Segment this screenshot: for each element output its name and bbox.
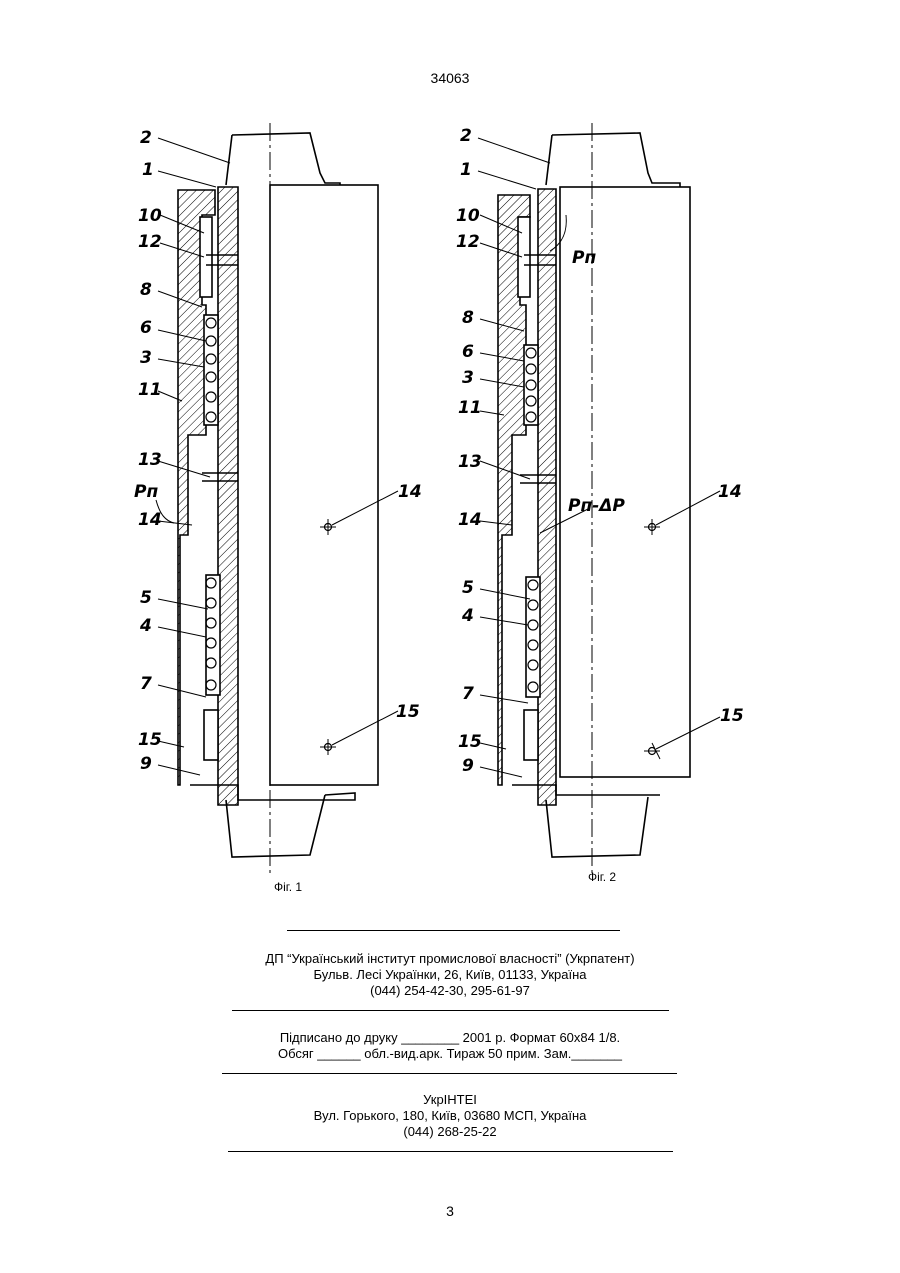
- svg-text:15: 15: [138, 730, 162, 750]
- svg-text:Pп: Pп: [134, 482, 158, 502]
- patent-number: 34063: [0, 70, 900, 86]
- svg-text:14: 14: [398, 482, 422, 502]
- svg-text:10: 10: [456, 206, 480, 226]
- svg-text:7: 7: [462, 684, 474, 704]
- svg-text:8: 8: [462, 308, 474, 328]
- svg-text:9: 9: [140, 754, 152, 774]
- publisher-phone: (044) 254-42-30, 295-61-97: [0, 982, 900, 999]
- svg-text:7: 7: [140, 674, 152, 694]
- svg-text:13: 13: [138, 450, 162, 470]
- svg-text:8: 8: [140, 280, 152, 300]
- svg-text:12: 12: [456, 232, 480, 252]
- svg-text:6: 6: [140, 318, 152, 338]
- printer-name: УкрІНТЕІ: [0, 1091, 900, 1108]
- svg-text:2: 2: [140, 128, 152, 148]
- svg-text:9: 9: [462, 756, 474, 776]
- svg-text:14: 14: [458, 510, 482, 530]
- divider-2: [232, 1010, 669, 1011]
- publisher-name: ДП “Український інститут промислової вла…: [0, 950, 900, 967]
- publisher-address: Бульв. Лесі Українки, 26, Київ, 01133, У…: [0, 966, 900, 983]
- svg-text:10: 10: [138, 206, 162, 226]
- figure-2-caption: Фіг. 2: [588, 870, 616, 884]
- svg-text:1: 1: [142, 160, 154, 180]
- svg-text:14: 14: [718, 482, 742, 502]
- svg-text:4: 4: [461, 606, 474, 626]
- svg-text:Pп: Pп: [572, 248, 596, 268]
- svg-text:11: 11: [458, 398, 482, 418]
- svg-text:15: 15: [458, 732, 482, 752]
- svg-text:14: 14: [138, 510, 162, 530]
- svg-text:12: 12: [138, 232, 162, 252]
- svg-text:6: 6: [462, 342, 474, 362]
- divider-3: [222, 1073, 677, 1074]
- svg-text:3: 3: [462, 368, 474, 388]
- svg-text:4: 4: [139, 616, 152, 636]
- patent-drawing: 2110 1286 31113 Pп145 4715 91415: [120, 105, 750, 905]
- svg-text:11: 11: [138, 380, 162, 400]
- svg-text:15: 15: [396, 702, 420, 722]
- figure-1-caption: Фіг. 1: [274, 880, 302, 894]
- svg-text:13: 13: [458, 452, 482, 472]
- divider-4: [228, 1151, 673, 1152]
- svg-text:5: 5: [140, 588, 152, 608]
- svg-text:5: 5: [462, 578, 474, 598]
- figure-1: [156, 123, 398, 875]
- svg-text:Pп-ΔP: Pп-ΔP: [568, 496, 625, 516]
- printer-phone: (044) 268-25-22: [0, 1123, 900, 1140]
- svg-text:2: 2: [460, 126, 472, 146]
- print-info-line-2: Обсяг ______ обл.-вид.арк. Тираж 50 прим…: [0, 1045, 900, 1062]
- printer-address: Вул. Горького, 180, Київ, 03680 МСП, Укр…: [0, 1107, 900, 1124]
- svg-text:15: 15: [720, 706, 744, 726]
- svg-text:1: 1: [460, 160, 472, 180]
- svg-text:3: 3: [140, 348, 152, 368]
- print-info-line-1: Підписано до друку ________ 2001 р. Форм…: [0, 1029, 900, 1046]
- page-number: 3: [0, 1203, 900, 1219]
- divider-1: [287, 930, 620, 931]
